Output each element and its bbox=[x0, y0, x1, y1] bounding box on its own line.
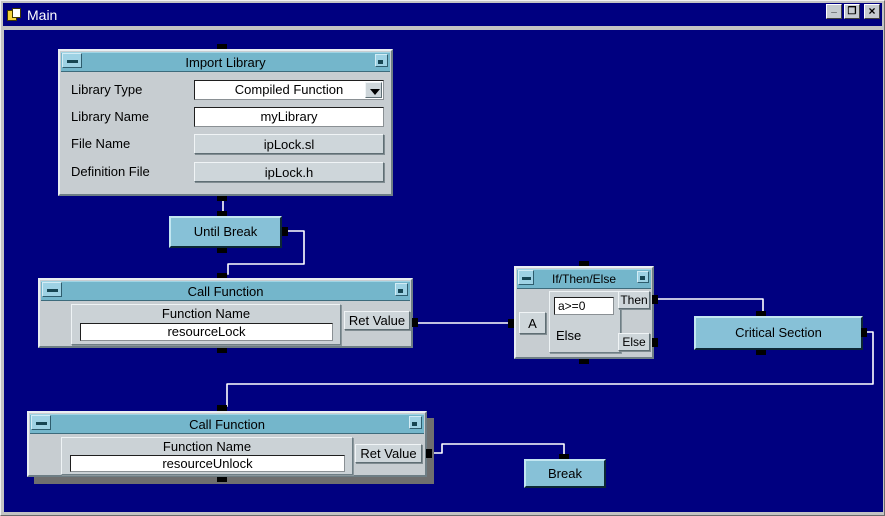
until-break-bottom-pin[interactable] bbox=[217, 248, 227, 253]
file-name-value: ipLock.sl bbox=[263, 137, 315, 152]
object-resize-icon[interactable] bbox=[395, 283, 408, 296]
then-label: Then bbox=[620, 293, 648, 307]
close-button[interactable]: × bbox=[864, 4, 880, 19]
object-resize-icon[interactable] bbox=[637, 271, 649, 283]
import-library-titlebar[interactable]: Import Library bbox=[61, 52, 390, 72]
call-function-1-titlebar[interactable]: Call Function bbox=[41, 281, 410, 301]
else-label: Else bbox=[622, 335, 646, 349]
app-icon bbox=[7, 7, 22, 22]
critical-section-top-pin[interactable] bbox=[756, 311, 766, 316]
until-break-right-pin[interactable] bbox=[282, 227, 288, 236]
until-break-top-pin[interactable] bbox=[217, 211, 227, 216]
if-then-else-title: If/Then/Else bbox=[551, 272, 617, 286]
critical-section-bottom-pin[interactable] bbox=[756, 350, 766, 355]
break-object[interactable]: Break bbox=[524, 459, 606, 488]
import-library-title: Import Library bbox=[185, 55, 266, 70]
call-function-1-bottom-pin[interactable] bbox=[217, 348, 227, 353]
library-type-label: Library Type bbox=[71, 82, 143, 97]
critical-section-right-pin[interactable] bbox=[861, 328, 867, 337]
object-minimize-icon[interactable] bbox=[31, 415, 51, 430]
library-type-value: Compiled Function bbox=[234, 82, 344, 97]
library-name-label: Library Name bbox=[71, 109, 150, 124]
maximize-button[interactable]: ❐ bbox=[844, 4, 860, 19]
minimize-button[interactable]: _ bbox=[826, 4, 842, 19]
definition-file-label: Definition File bbox=[71, 164, 150, 179]
function-name-input[interactable]: resourceUnlock bbox=[70, 455, 345, 472]
critical-section-label: Critical Section bbox=[735, 325, 822, 340]
until-break-label: Until Break bbox=[193, 224, 258, 239]
function-name-label: Function Name bbox=[161, 306, 251, 321]
call-function-1-object[interactable]: Call Function Function Name resourceLock… bbox=[38, 278, 413, 348]
input-a-terminal[interactable]: A bbox=[519, 312, 546, 334]
ret-value-terminal[interactable]: Ret Value bbox=[344, 311, 410, 330]
call-function-2-object[interactable]: Call Function Function Name resourceUnlo… bbox=[27, 411, 427, 477]
break-top-pin[interactable] bbox=[559, 454, 569, 459]
call-function-2-ret-pin[interactable] bbox=[426, 449, 432, 458]
if-then-else-object[interactable]: If/Then/Else A a>=0 Else Then Else bbox=[514, 266, 654, 359]
function-name-label: Function Name bbox=[162, 439, 252, 454]
condition-input[interactable]: a>=0 bbox=[554, 297, 614, 315]
call-function-2-bottom-pin[interactable] bbox=[217, 477, 227, 482]
input-a-label: A bbox=[528, 316, 537, 331]
function-name-value: resourceUnlock bbox=[162, 456, 253, 471]
ret-value-terminal[interactable]: Ret Value bbox=[355, 444, 422, 463]
import-library-object[interactable]: Import Library Library Type Compiled Fun… bbox=[58, 49, 393, 196]
call-function-1-top-pin[interactable] bbox=[217, 273, 227, 278]
object-resize-icon[interactable] bbox=[409, 416, 422, 429]
library-name-input[interactable]: myLibrary bbox=[194, 107, 384, 127]
critical-section-object[interactable]: Critical Section bbox=[694, 316, 863, 350]
library-type-select[interactable]: Compiled Function bbox=[194, 80, 384, 100]
call-function-1-title: Call Function bbox=[187, 284, 264, 299]
condition-value: a>=0 bbox=[558, 299, 586, 313]
window-title: Main bbox=[27, 6, 58, 23]
ret-value-label: Ret Value bbox=[360, 446, 417, 461]
definition-file-button[interactable]: ipLock.h bbox=[194, 162, 384, 182]
if-then-else-a-pin[interactable] bbox=[508, 319, 514, 328]
call-function-2-top-pin[interactable] bbox=[217, 405, 227, 411]
function-name-panel: Function Name resourceLock bbox=[71, 304, 341, 345]
if-then-else-bottom-pin[interactable] bbox=[579, 359, 589, 364]
file-name-button[interactable]: ipLock.sl bbox=[194, 134, 384, 154]
else-terminal[interactable]: Else bbox=[618, 333, 650, 351]
if-then-else-then-pin[interactable] bbox=[652, 295, 658, 304]
window-titlebar[interactable]: Main bbox=[3, 3, 882, 26]
import-library-top-pin[interactable] bbox=[217, 44, 227, 49]
ret-value-label: Ret Value bbox=[348, 313, 406, 328]
dropdown-arrow-icon[interactable] bbox=[365, 82, 382, 98]
file-name-label: File Name bbox=[71, 136, 131, 151]
if-then-else-top-pin[interactable] bbox=[579, 261, 589, 266]
if-then-else-else-pin[interactable] bbox=[652, 338, 658, 347]
break-label: Break bbox=[548, 466, 582, 481]
function-name-panel: Function Name resourceUnlock bbox=[61, 437, 353, 475]
definition-file-value: ipLock.h bbox=[264, 165, 314, 180]
else-text: Else bbox=[556, 328, 582, 343]
call-function-2-title: Call Function bbox=[189, 417, 265, 432]
call-function-1-ret-pin[interactable] bbox=[412, 318, 418, 327]
object-minimize-icon[interactable] bbox=[62, 53, 82, 68]
import-library-bottom-pin[interactable] bbox=[217, 196, 227, 201]
object-minimize-icon[interactable] bbox=[518, 270, 534, 285]
library-name-value: myLibrary bbox=[260, 109, 318, 124]
call-function-2-titlebar[interactable]: Call Function bbox=[30, 414, 424, 434]
object-resize-icon[interactable] bbox=[375, 54, 388, 67]
function-name-value: resourceLock bbox=[167, 324, 246, 339]
condition-panel: a>=0 Else bbox=[549, 291, 621, 353]
object-minimize-icon[interactable] bbox=[42, 282, 62, 297]
until-break-object[interactable]: Until Break bbox=[169, 216, 282, 248]
if-then-else-titlebar[interactable]: If/Then/Else bbox=[517, 269, 651, 289]
then-terminal[interactable]: Then bbox=[618, 291, 650, 309]
function-name-input[interactable]: resourceLock bbox=[80, 323, 333, 341]
